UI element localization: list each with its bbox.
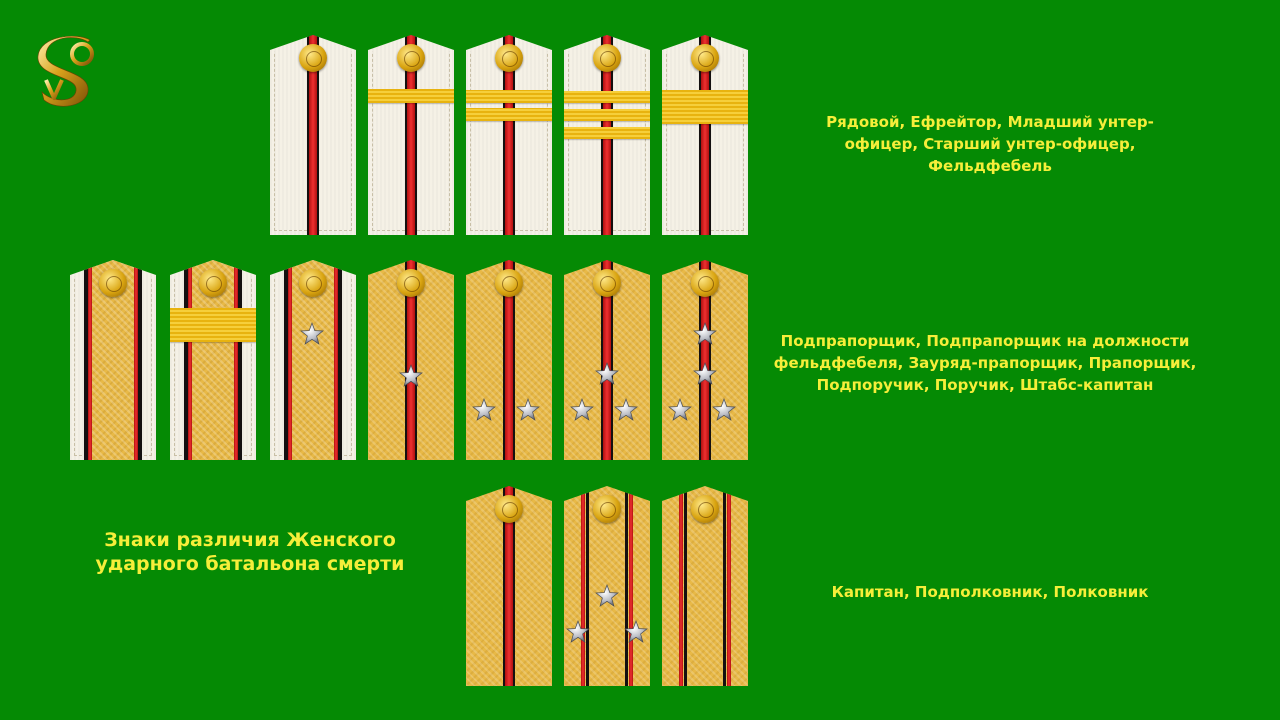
red-stripe xyxy=(505,260,513,460)
eagle-button-icon xyxy=(691,495,719,523)
eagle-button-icon xyxy=(593,269,621,297)
shoulder-board xyxy=(564,486,650,686)
star-icon xyxy=(595,583,619,608)
row-caption-enlisted: Рядовой, Ефрейтор, Младший унтер-офицер,… xyxy=(826,113,1154,175)
shoulder-board xyxy=(270,35,356,235)
red-stripe xyxy=(134,260,138,460)
eagle-button-icon xyxy=(495,495,523,523)
rank-band xyxy=(170,308,256,342)
shoulder-board xyxy=(466,35,552,235)
star-icon xyxy=(668,397,692,422)
star-icon xyxy=(570,397,594,422)
red-stripe xyxy=(88,260,92,460)
star-icon xyxy=(693,361,717,386)
star-icon xyxy=(712,397,736,422)
black-stripe xyxy=(138,260,142,460)
eagle-button-icon xyxy=(593,44,621,72)
red-stripe xyxy=(407,260,415,460)
eagle-button-icon xyxy=(99,269,127,297)
rank-band xyxy=(564,91,650,103)
red-stripe xyxy=(188,260,192,460)
eagle-button-icon xyxy=(593,495,621,523)
star-icon xyxy=(624,619,648,644)
shoulder-board xyxy=(564,35,650,235)
red-stripe xyxy=(288,260,292,460)
red-stripe xyxy=(334,260,338,460)
eagle-button-icon xyxy=(397,269,425,297)
rank-band xyxy=(564,127,650,139)
eagle-button-icon xyxy=(691,44,719,72)
row-caption-junior-officers: Подпрапорщик, Подпрапорщик на должности … xyxy=(773,332,1197,394)
red-stripe xyxy=(234,260,238,460)
red-stripe xyxy=(505,35,513,235)
shoulder-board xyxy=(466,486,552,686)
red-stripe xyxy=(309,35,317,235)
shoulder-board xyxy=(368,260,454,460)
rank-band xyxy=(564,109,650,121)
shoulder-board xyxy=(662,35,748,235)
red-stripe xyxy=(505,486,513,686)
red-stripe xyxy=(727,486,731,686)
black-stripe xyxy=(238,260,242,460)
eagle-button-icon xyxy=(495,44,523,72)
eagle-button-icon xyxy=(199,269,227,297)
eagle-button-icon xyxy=(495,269,523,297)
star-icon xyxy=(595,361,619,386)
shoulder-board xyxy=(662,260,748,460)
eagle-button-icon xyxy=(691,269,719,297)
rank-band xyxy=(368,89,454,103)
shoulder-board xyxy=(70,260,156,460)
page-title: Знаки различия Женского ударного батальо… xyxy=(95,529,405,575)
eagle-button-icon xyxy=(299,269,327,297)
red-stripe xyxy=(581,486,585,686)
red-stripe xyxy=(679,486,683,686)
row-caption-senior-officers: Капитан, Подполковник, Полковник xyxy=(831,583,1149,601)
red-stripe xyxy=(701,260,709,460)
shoulder-board xyxy=(270,260,356,460)
rank-band xyxy=(662,90,748,124)
black-stripe xyxy=(284,260,288,460)
eagle-button-icon xyxy=(397,44,425,72)
star-icon xyxy=(472,397,496,422)
rank-band xyxy=(466,108,552,121)
red-stripe xyxy=(629,486,633,686)
black-stripe xyxy=(684,486,687,686)
shoulder-board xyxy=(466,260,552,460)
red-stripe xyxy=(603,260,611,460)
shoulder-board xyxy=(368,35,454,235)
star-icon xyxy=(693,321,717,346)
star-icon xyxy=(300,321,324,346)
star-icon xyxy=(399,363,423,388)
star-icon xyxy=(614,397,638,422)
red-stripe xyxy=(701,35,709,235)
black-stripe xyxy=(586,486,589,686)
red-stripe xyxy=(407,35,415,235)
black-stripe xyxy=(625,486,628,686)
eagle-button-icon xyxy=(299,44,327,72)
shoulder-board xyxy=(170,260,256,460)
shoulder-board xyxy=(662,486,748,686)
star-icon xyxy=(516,397,540,422)
black-stripe xyxy=(338,260,342,460)
black-stripe xyxy=(723,486,726,686)
sov-monogram-logo xyxy=(37,35,94,107)
rank-band xyxy=(466,90,552,103)
star-icon xyxy=(566,619,590,644)
shoulder-board xyxy=(564,260,650,460)
black-stripe xyxy=(84,260,88,460)
black-stripe xyxy=(184,260,188,460)
